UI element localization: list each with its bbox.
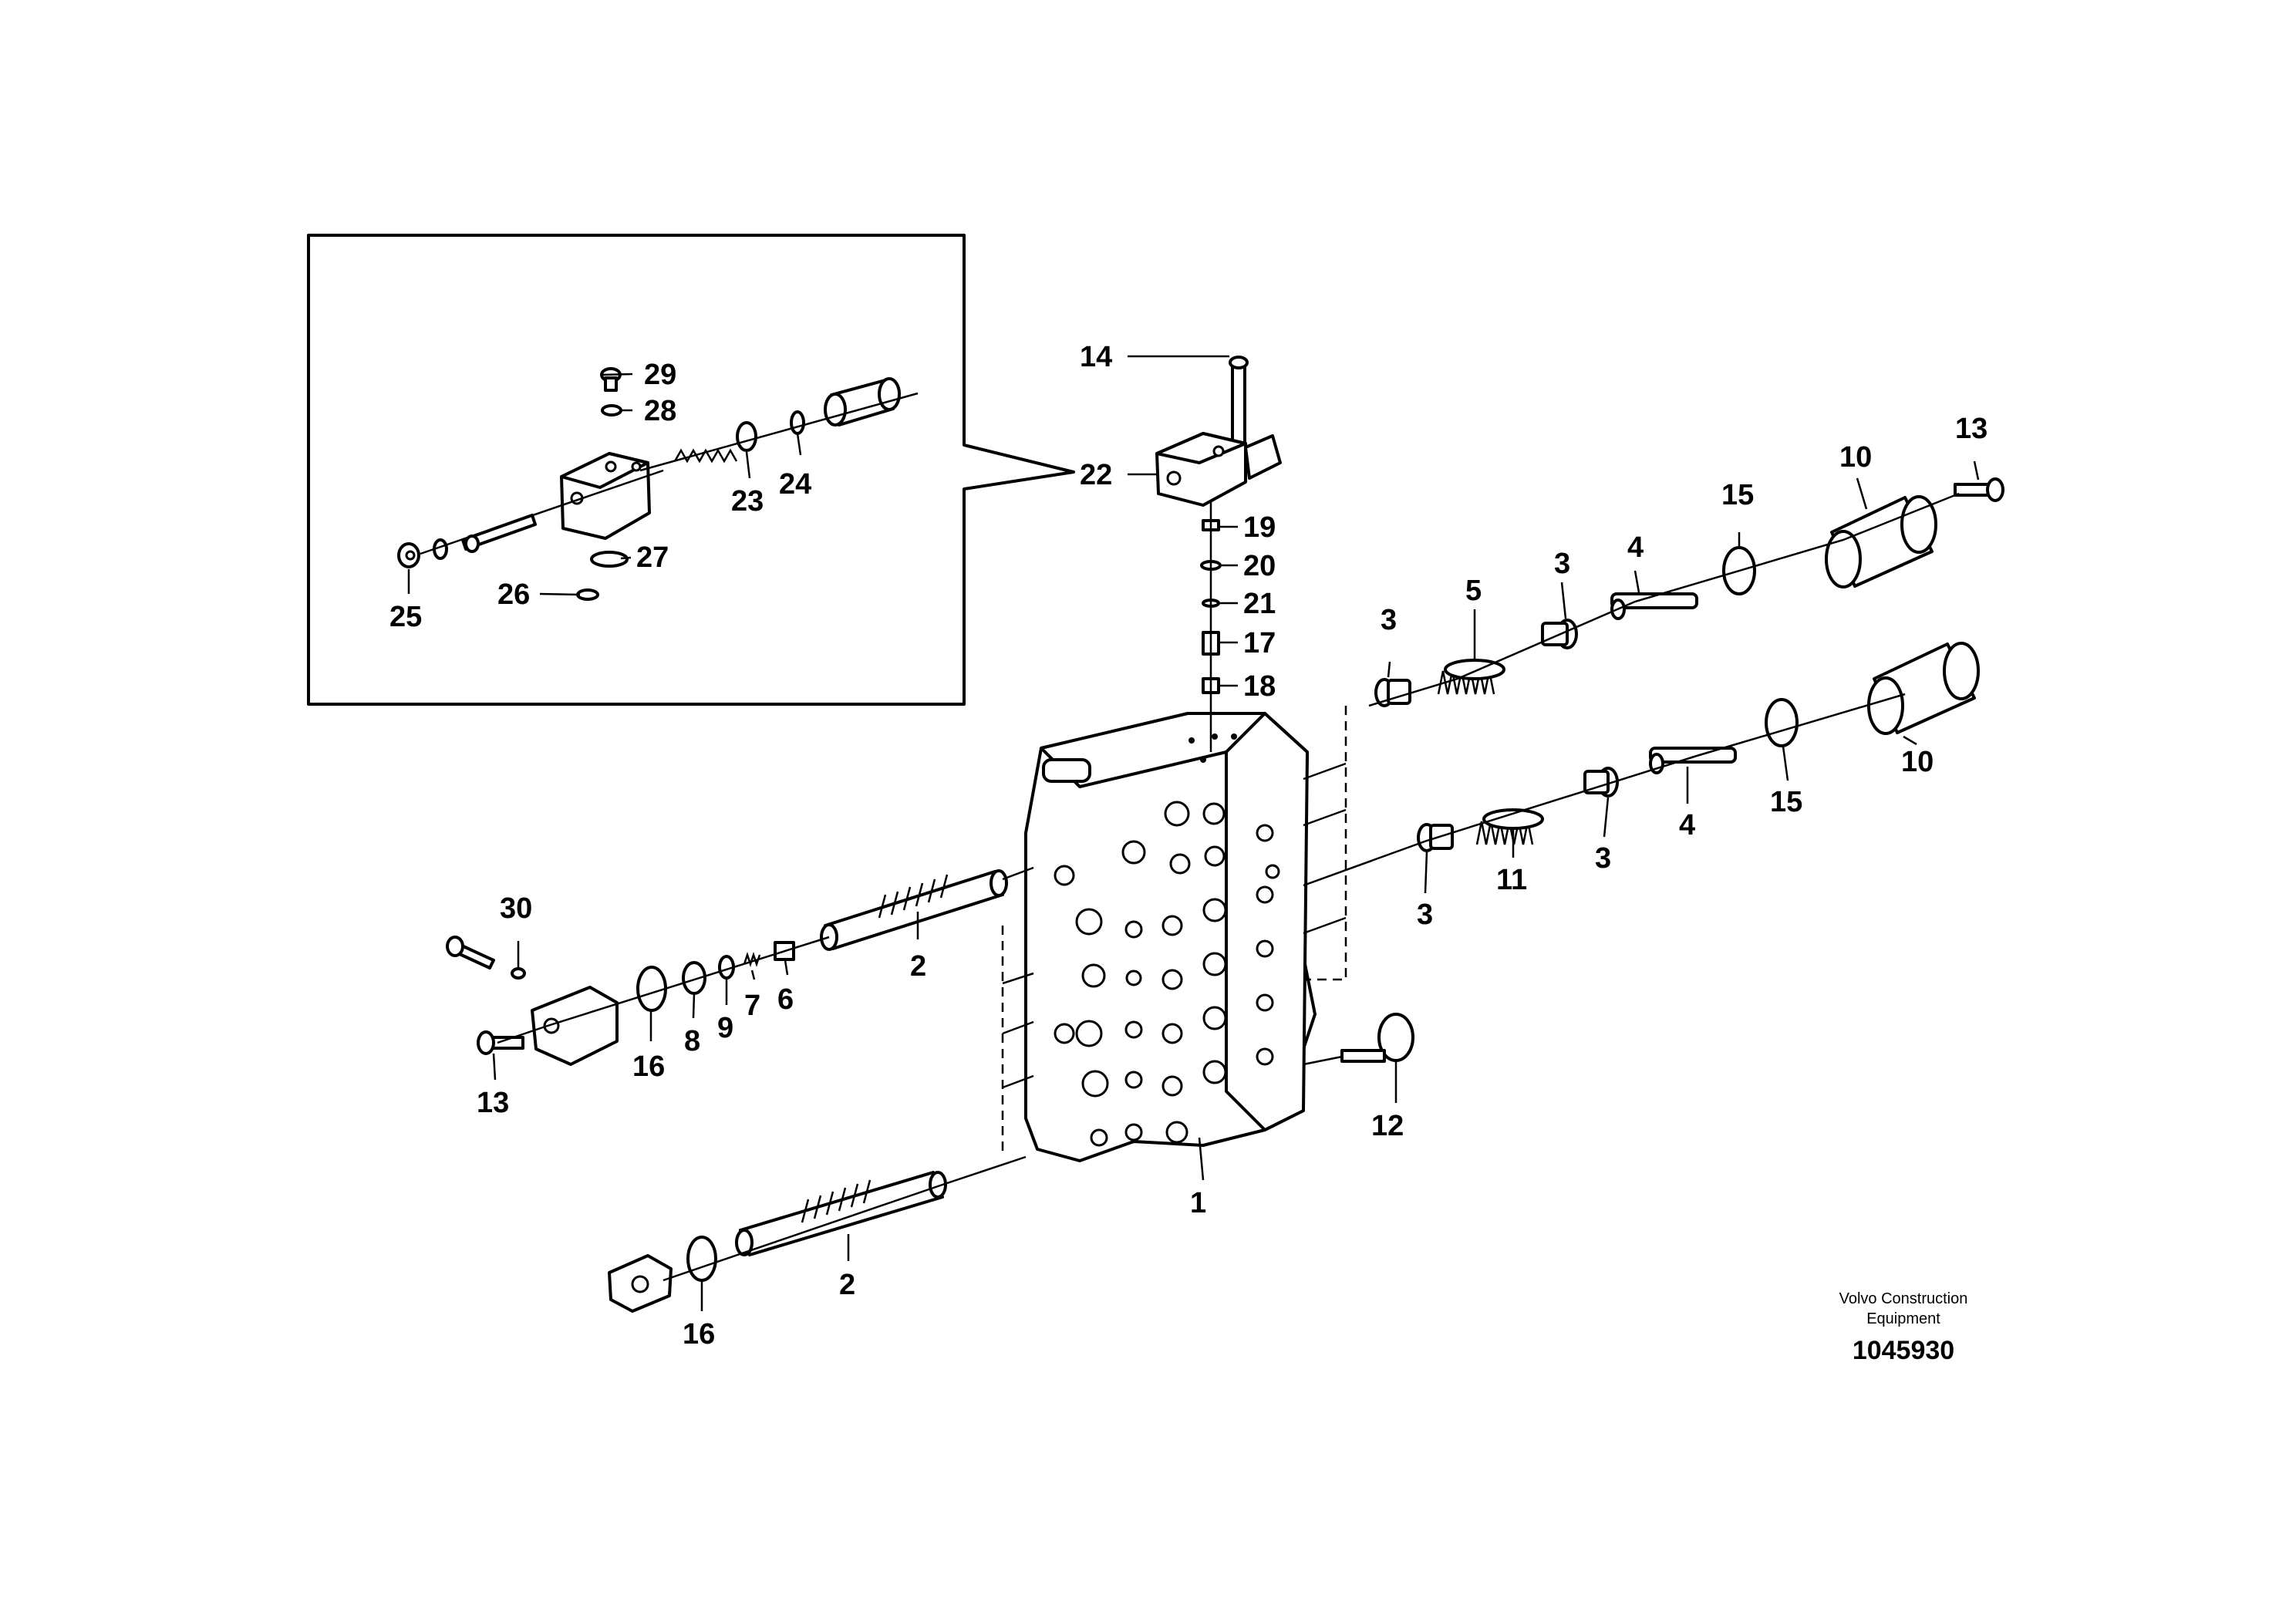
callout-29: 29 <box>644 359 676 391</box>
eye-bolt-axis <box>1303 1055 1343 1066</box>
callout-2-upper: 2 <box>910 950 926 983</box>
callout-18: 18 <box>1243 670 1276 703</box>
callout-27: 27 <box>636 541 669 574</box>
callout-23: 23 <box>731 485 764 518</box>
right-dashed-bracket <box>1303 706 1347 981</box>
lower-cap-10 <box>1867 642 1980 735</box>
callout-10-upper: 10 <box>1839 441 1872 474</box>
inset-oring-27 <box>590 551 629 568</box>
brand-line-2: Equipment <box>1866 1310 1940 1327</box>
callout-3-lower-left: 3 <box>1417 899 1433 931</box>
lower-axis-line <box>1303 693 1906 887</box>
footer-block: Volvo Construction Equipment 1045930 <box>1839 1290 1968 1365</box>
upper-axis-line <box>1368 492 1960 707</box>
callout-16-lower: 16 <box>683 1318 715 1351</box>
inset-oring-23 <box>736 421 757 452</box>
inset-washer-28 <box>601 404 622 416</box>
callout-14: 14 <box>1080 341 1112 373</box>
callout-12: 12 <box>1371 1110 1404 1142</box>
callout-13-lower: 13 <box>477 1087 509 1119</box>
left-cover-block <box>531 986 619 1066</box>
inset-cap-screw-29 <box>600 367 622 392</box>
callout-4-lower: 4 <box>1679 809 1695 841</box>
eye-bolt-12 <box>1340 1013 1414 1063</box>
top-cap-screw-14 <box>1229 356 1249 445</box>
left-screw-13 <box>477 1030 524 1055</box>
callout-3-lower-right: 3 <box>1595 842 1611 875</box>
callout-7: 7 <box>744 990 760 1022</box>
callout-1: 1 <box>1190 1187 1206 1219</box>
callout-4-upper: 4 <box>1627 531 1644 564</box>
left-oring-16 <box>636 966 667 1012</box>
callout-25: 25 <box>389 601 422 633</box>
lower-oring-16 <box>686 1236 717 1282</box>
callout-30: 30 <box>500 892 532 925</box>
lower-end-cover <box>608 1254 673 1313</box>
callout-19: 19 <box>1243 511 1276 544</box>
leader-lines <box>407 355 1980 1311</box>
callout-28: 28 <box>644 395 676 427</box>
inset-oring-26 <box>576 588 599 601</box>
spool-upper-2 <box>820 869 1008 951</box>
callout-15-upper: 15 <box>1721 479 1754 511</box>
callout-17: 17 <box>1243 627 1276 659</box>
callout-13-upper: 13 <box>1955 413 1988 445</box>
callout-5: 5 <box>1465 575 1482 607</box>
callout-11: 11 <box>1496 864 1527 896</box>
left-guide-lines <box>1002 972 1034 1089</box>
callout-9: 9 <box>717 1012 733 1044</box>
callout-6: 6 <box>777 983 794 1016</box>
callout-16-upper: 16 <box>632 1050 665 1083</box>
inset-washer-24 <box>790 410 805 435</box>
callout-labels: 29 28 23 24 25 26 27 14 22 19 20 21 17 1… <box>389 341 1988 1351</box>
callout-3-upper-right: 3 <box>1554 548 1570 580</box>
inset-axis-line <box>420 392 919 555</box>
callout-8: 8 <box>684 1025 700 1057</box>
callout-22: 22 <box>1080 459 1112 491</box>
callout-21: 21 <box>1243 588 1276 620</box>
callout-20: 20 <box>1243 550 1276 582</box>
detail-inset-frame <box>307 234 1075 706</box>
callout-26: 26 <box>497 578 530 611</box>
callout-15-lower: 15 <box>1770 786 1802 818</box>
callout-2-lower: 2 <box>839 1269 855 1301</box>
callout-24: 24 <box>779 468 811 501</box>
inset-valve-block <box>560 452 651 540</box>
upper-screw-13 <box>1954 477 2004 502</box>
upper-stopper-4 <box>1610 592 1698 620</box>
lower-oring-15 <box>1765 698 1799 747</box>
callout-10-lower: 10 <box>1901 746 1934 778</box>
left-washer <box>511 967 526 980</box>
left-upper-axis <box>497 866 1034 1044</box>
lower-spring-seat-3b <box>1583 767 1619 798</box>
upper-cap-10 <box>1825 495 1937 588</box>
inset-plug-25 <box>397 542 420 568</box>
right-guide-lines <box>1303 762 1347 935</box>
upper-spring-5 <box>1437 659 1505 695</box>
document-number: 1045930 <box>1853 1336 1954 1365</box>
top-valve-block-22 <box>1155 432 1282 507</box>
brand-line-1: Volvo Construction <box>1839 1290 1968 1307</box>
left-lower-axis <box>663 1155 1027 1282</box>
callout-3-upper-left: 3 <box>1381 604 1397 636</box>
spool-lower-2 <box>735 1171 947 1256</box>
main-valve-block <box>1024 712 1317 1162</box>
left-spring-7 <box>743 952 761 967</box>
lower-stopper-4 <box>1649 747 1737 774</box>
left-screw-30 <box>446 936 495 969</box>
lower-spring-11 <box>1475 808 1544 845</box>
